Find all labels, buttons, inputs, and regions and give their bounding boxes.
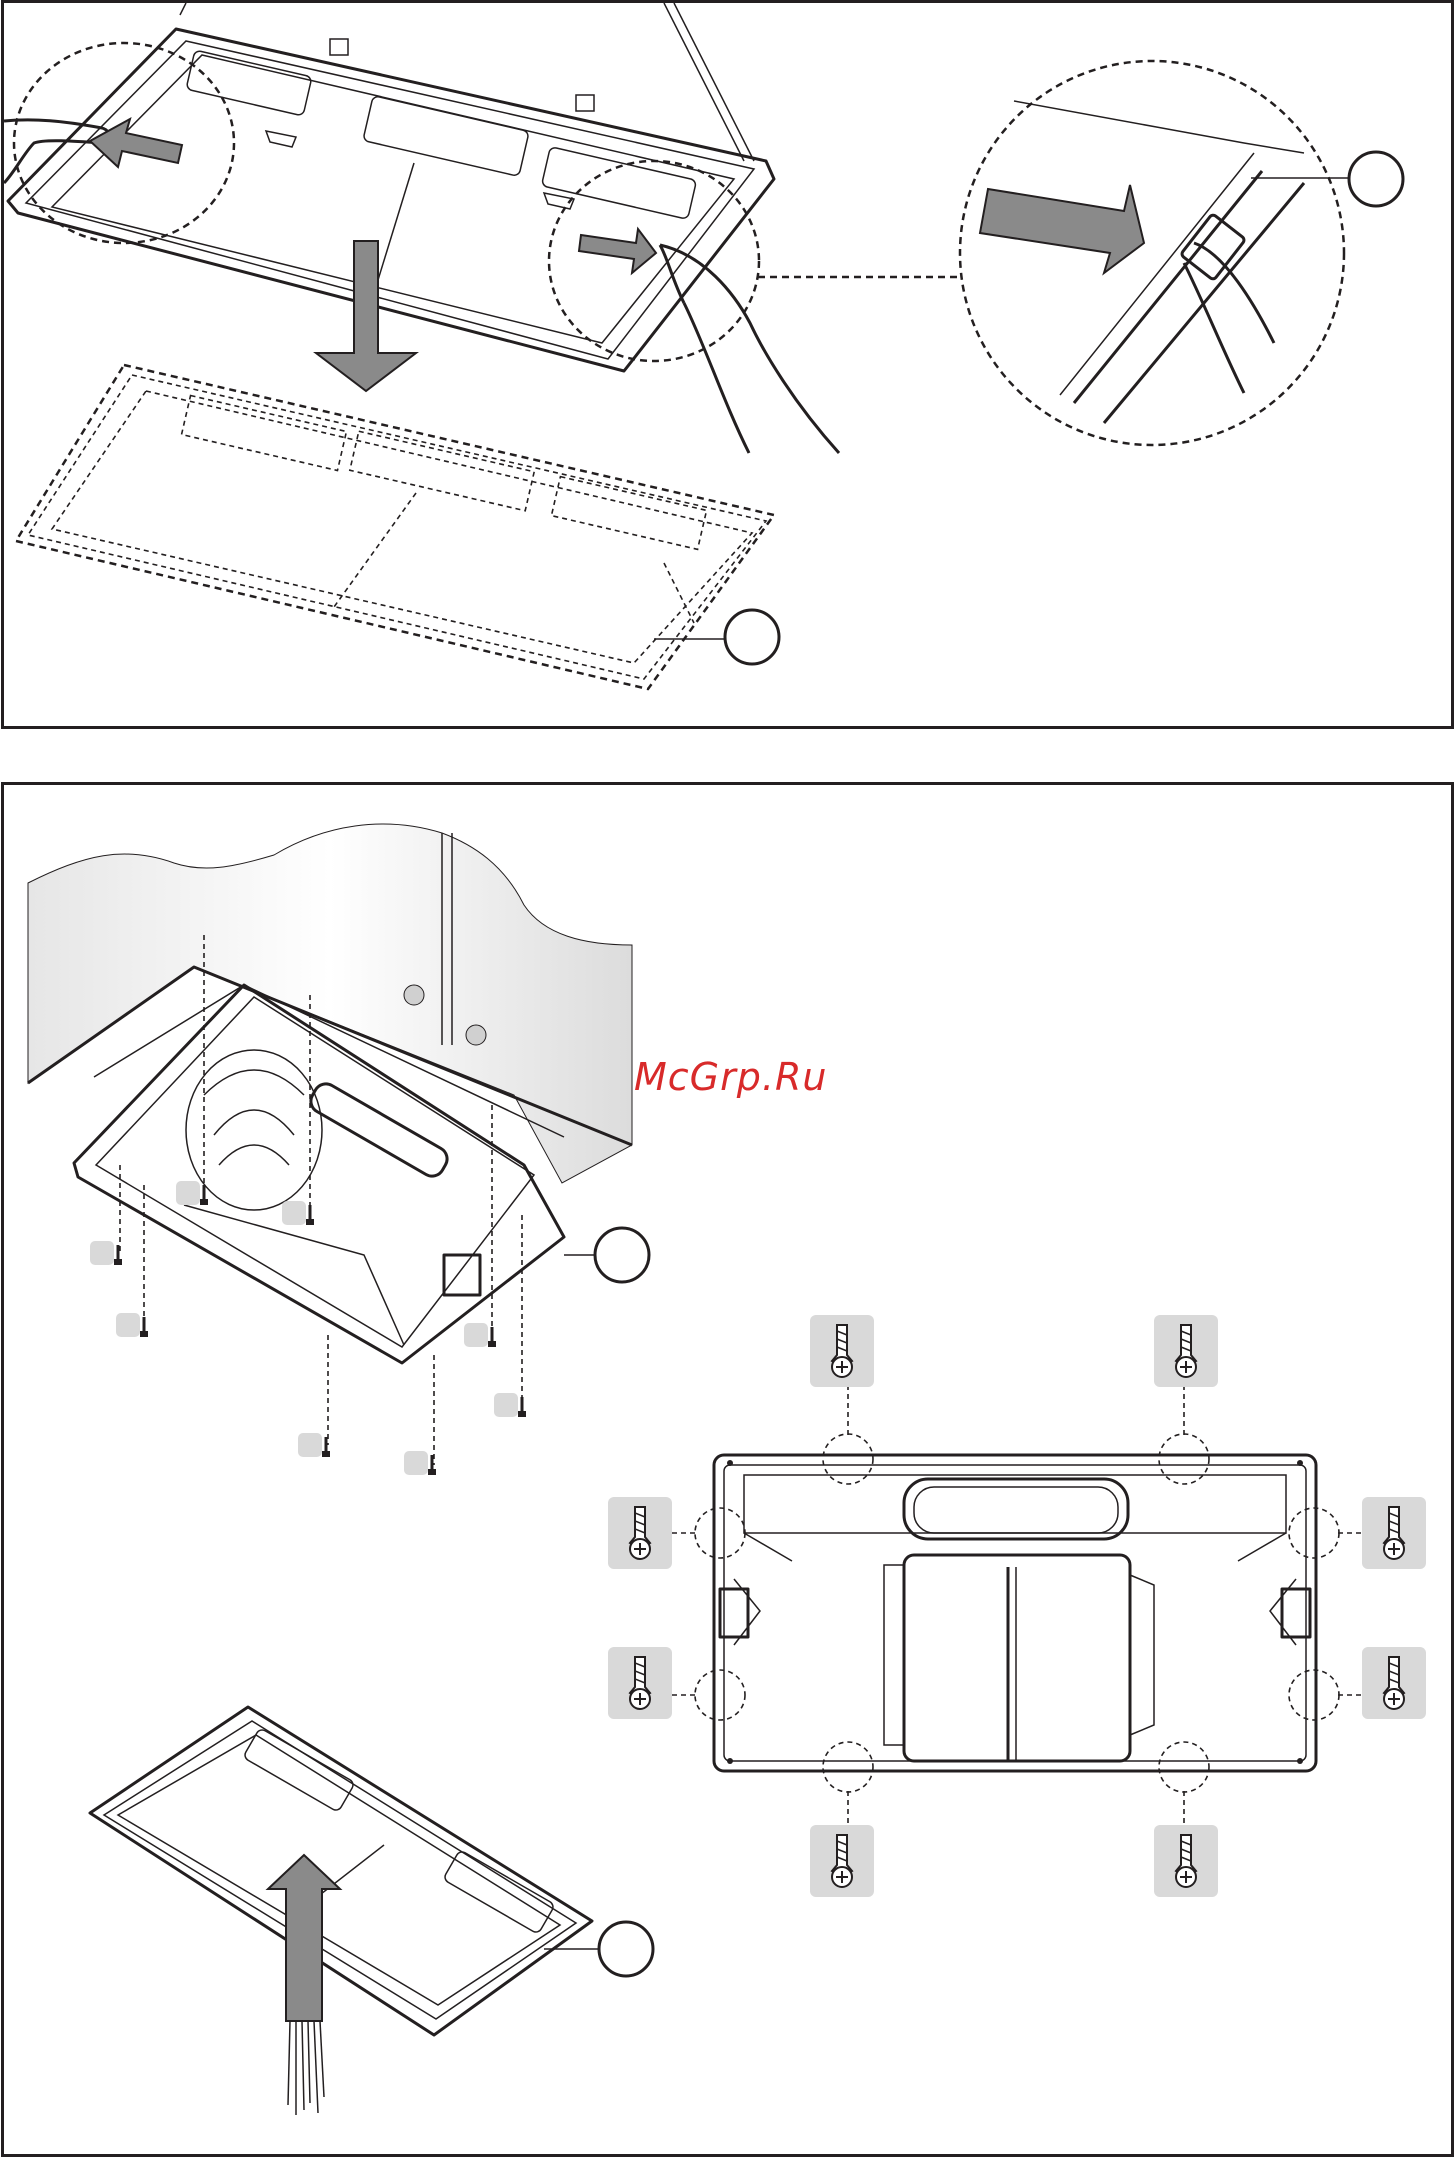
screw-icon: [176, 1181, 208, 1205]
front-view-screws: [608, 1315, 1426, 1897]
callout-circle: [725, 610, 779, 664]
kitchen-cabinet: [28, 824, 632, 1183]
screw-icon: [1154, 1825, 1218, 1897]
light-cover: [904, 1479, 1128, 1539]
screw-icon: [116, 1313, 148, 1337]
arrow-up: [268, 1855, 340, 2021]
callout-circle: [1349, 152, 1403, 206]
screw-hole-markers: [672, 1385, 1364, 1825]
watermark-text: McGrp.Ru: [634, 1055, 827, 1099]
tab-icon: [330, 39, 348, 55]
screw-icon: [298, 1433, 330, 1457]
filter-removal-diagram: [4, 3, 1453, 726]
fan-motor: [904, 1555, 1130, 1761]
airflow-lines: [288, 2021, 324, 2115]
arrow-down: [316, 241, 416, 391]
screw-icon: [608, 1647, 672, 1719]
screw-icon: [1154, 1315, 1218, 1387]
arrow-right: [579, 229, 656, 273]
screw-icon: [810, 1825, 874, 1897]
arrow-right-large: [980, 185, 1144, 273]
filter-panel-lower: [90, 1707, 592, 2035]
screw-icon: [464, 1323, 496, 1347]
hood-front-view: [714, 1455, 1316, 1771]
top-illustration-panel: [1, 0, 1454, 729]
screw-icon: [1362, 1647, 1426, 1719]
screw-icon: [608, 1497, 672, 1569]
installation-diagram: [4, 785, 1453, 2154]
arrow-left: [90, 119, 182, 167]
bottom-illustration-panel: [1, 782, 1454, 2157]
callout-circle: [599, 1922, 653, 1976]
filter-panel-outline: [16, 365, 774, 689]
screw-icon: [810, 1315, 874, 1387]
screw-icon: [90, 1241, 122, 1265]
zoom-detail: [960, 61, 1349, 445]
callout-circle: [595, 1228, 649, 1282]
fan-blower: [186, 1050, 322, 1210]
screw-icon: [404, 1451, 436, 1475]
screw-icon: [1362, 1497, 1426, 1569]
filter-panel-upper: [8, 29, 774, 371]
light-tube: [307, 1080, 452, 1181]
side-view-screws: [90, 1181, 526, 1475]
connector-box: [444, 1255, 480, 1295]
tab-icon: [576, 95, 594, 111]
